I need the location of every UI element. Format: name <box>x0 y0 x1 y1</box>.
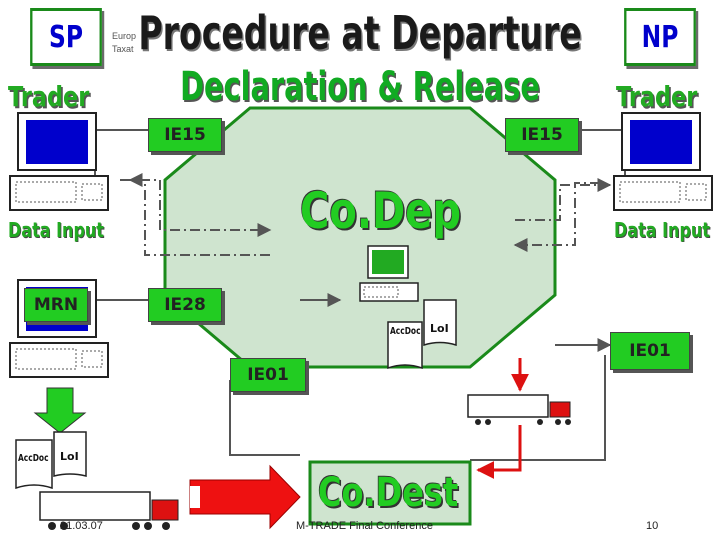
departure-office-octagon <box>163 106 557 369</box>
sp-badge: SP <box>30 8 102 66</box>
message-ie01-right-text: IE01 <box>629 341 671 361</box>
doc-left-acc-label: AccDoc <box>18 453 49 464</box>
message-ie15-left-text: IE15 <box>164 125 206 145</box>
green-down-arrow <box>33 387 87 434</box>
sp-to-dest-line <box>229 380 300 456</box>
footer-date: 21.03.07 <box>60 520 103 532</box>
message-ie28-text: IE28 <box>164 295 206 315</box>
logo-line-1: Europ <box>112 31 137 41</box>
documents-center <box>387 299 457 370</box>
departure-office-label: Co.Dep <box>300 182 461 240</box>
doc-center-acc-label: AccDoc <box>390 326 421 337</box>
truck-right <box>467 394 571 425</box>
dashed-left-2 <box>128 173 270 256</box>
documents-left <box>15 431 87 490</box>
computer-center <box>359 245 419 302</box>
truck-left <box>39 491 179 530</box>
right-trader-label: Trader <box>616 80 698 113</box>
data-input-left-label: Data Input <box>8 218 104 242</box>
ie28-line <box>94 299 148 330</box>
dashed-flow-lines <box>120 173 612 256</box>
doc-left-loi-label: LoI <box>60 450 79 463</box>
message-ie15-right-text: IE15 <box>521 125 563 145</box>
np-badge-text: NP <box>641 19 679 55</box>
message-ie28: IE28 <box>148 288 222 322</box>
destination-office-label: Co.Dest <box>318 470 459 516</box>
mrn-badge: MRN <box>24 288 88 322</box>
dashed-right-1 <box>513 182 600 252</box>
computer-left-top <box>9 112 109 211</box>
page-title: Procedure at Departure <box>138 6 582 60</box>
data-input-right-label: Data Input <box>614 218 710 242</box>
logo-line-2: Taxat <box>112 44 134 54</box>
message-ie01-left-text: IE01 <box>247 365 289 385</box>
big-red-arrow <box>189 464 301 530</box>
footer-conference: M-TRADE Final Conference <box>296 520 433 532</box>
message-ie15-right: IE15 <box>505 118 579 152</box>
np-badge: NP <box>624 8 696 66</box>
footer-page-number: 10 <box>646 520 659 532</box>
computer-right-top <box>613 112 713 211</box>
mrn-badge-text: MRN <box>33 295 79 315</box>
dashed-right-2 <box>515 178 612 221</box>
left-trader-label: Trader <box>8 80 90 113</box>
message-ie01-right: IE01 <box>610 332 690 370</box>
message-ie15-left: IE15 <box>148 118 222 152</box>
big-red-arrow-bar <box>190 486 200 508</box>
page-subtitle: Declaration & Release <box>180 64 540 110</box>
logo-area: Europ Taxat <box>112 30 146 56</box>
message-ie01-left: IE01 <box>230 358 306 392</box>
doc-center-loi-label: LoI <box>430 322 449 335</box>
red-arrow-to-dest <box>476 425 522 479</box>
np-dest-line <box>470 355 606 461</box>
destination-office-box <box>308 460 472 526</box>
sp-badge-text: SP <box>48 19 84 55</box>
